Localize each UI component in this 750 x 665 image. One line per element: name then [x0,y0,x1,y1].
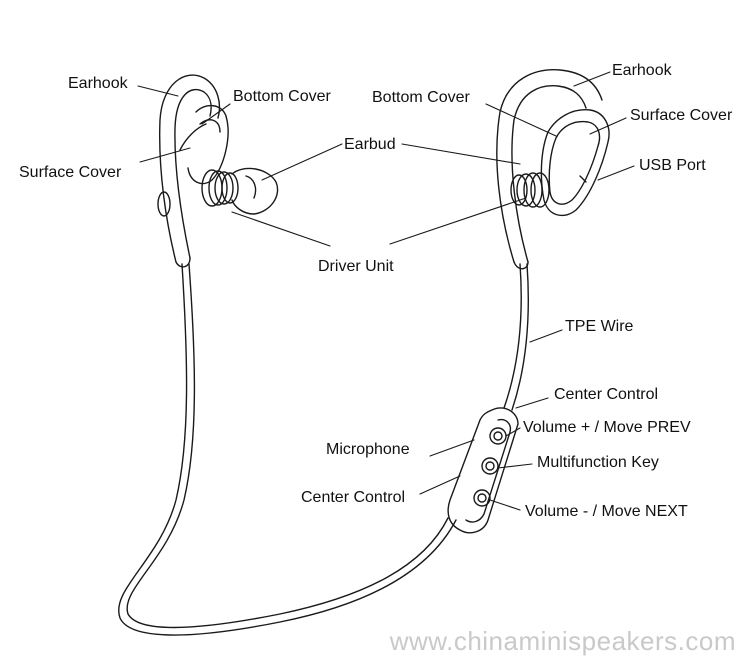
watermark: www.chinaminispeakers.com [389,626,736,656]
label-surface-cover-right: Surface Cover [630,107,733,124]
label-usb-port: USB Port [639,157,706,174]
label-earhook-left: Earhook [68,75,128,92]
center-control-unit [447,407,519,534]
label-bottom-cover-left: Bottom Cover [233,88,331,105]
label-surface-cover-left: Surface Cover [19,164,122,181]
left-earpiece [157,74,279,268]
label-center-control-left: Center Control [301,489,406,506]
label-driver-unit: Driver Unit [318,258,394,275]
label-bottom-cover-right: Bottom Cover [372,89,470,106]
right-earpiece [496,69,610,270]
label-volume-plus: Volume + / Move PREV [523,419,691,436]
leader-lines [137,71,635,511]
label-earhook-right: Earhook [612,62,672,79]
label-earbud: Earbud [344,136,396,153]
label-multifunction-key: Multifunction Key [537,454,659,471]
label-tpe-wire: TPE Wire [565,318,634,335]
tpe-wire [118,263,530,636]
label-center-control-top: Center Control [554,386,659,403]
label-volume-minus: Volume - / Move NEXT [525,503,688,520]
label-microphone: Microphone [326,441,410,458]
